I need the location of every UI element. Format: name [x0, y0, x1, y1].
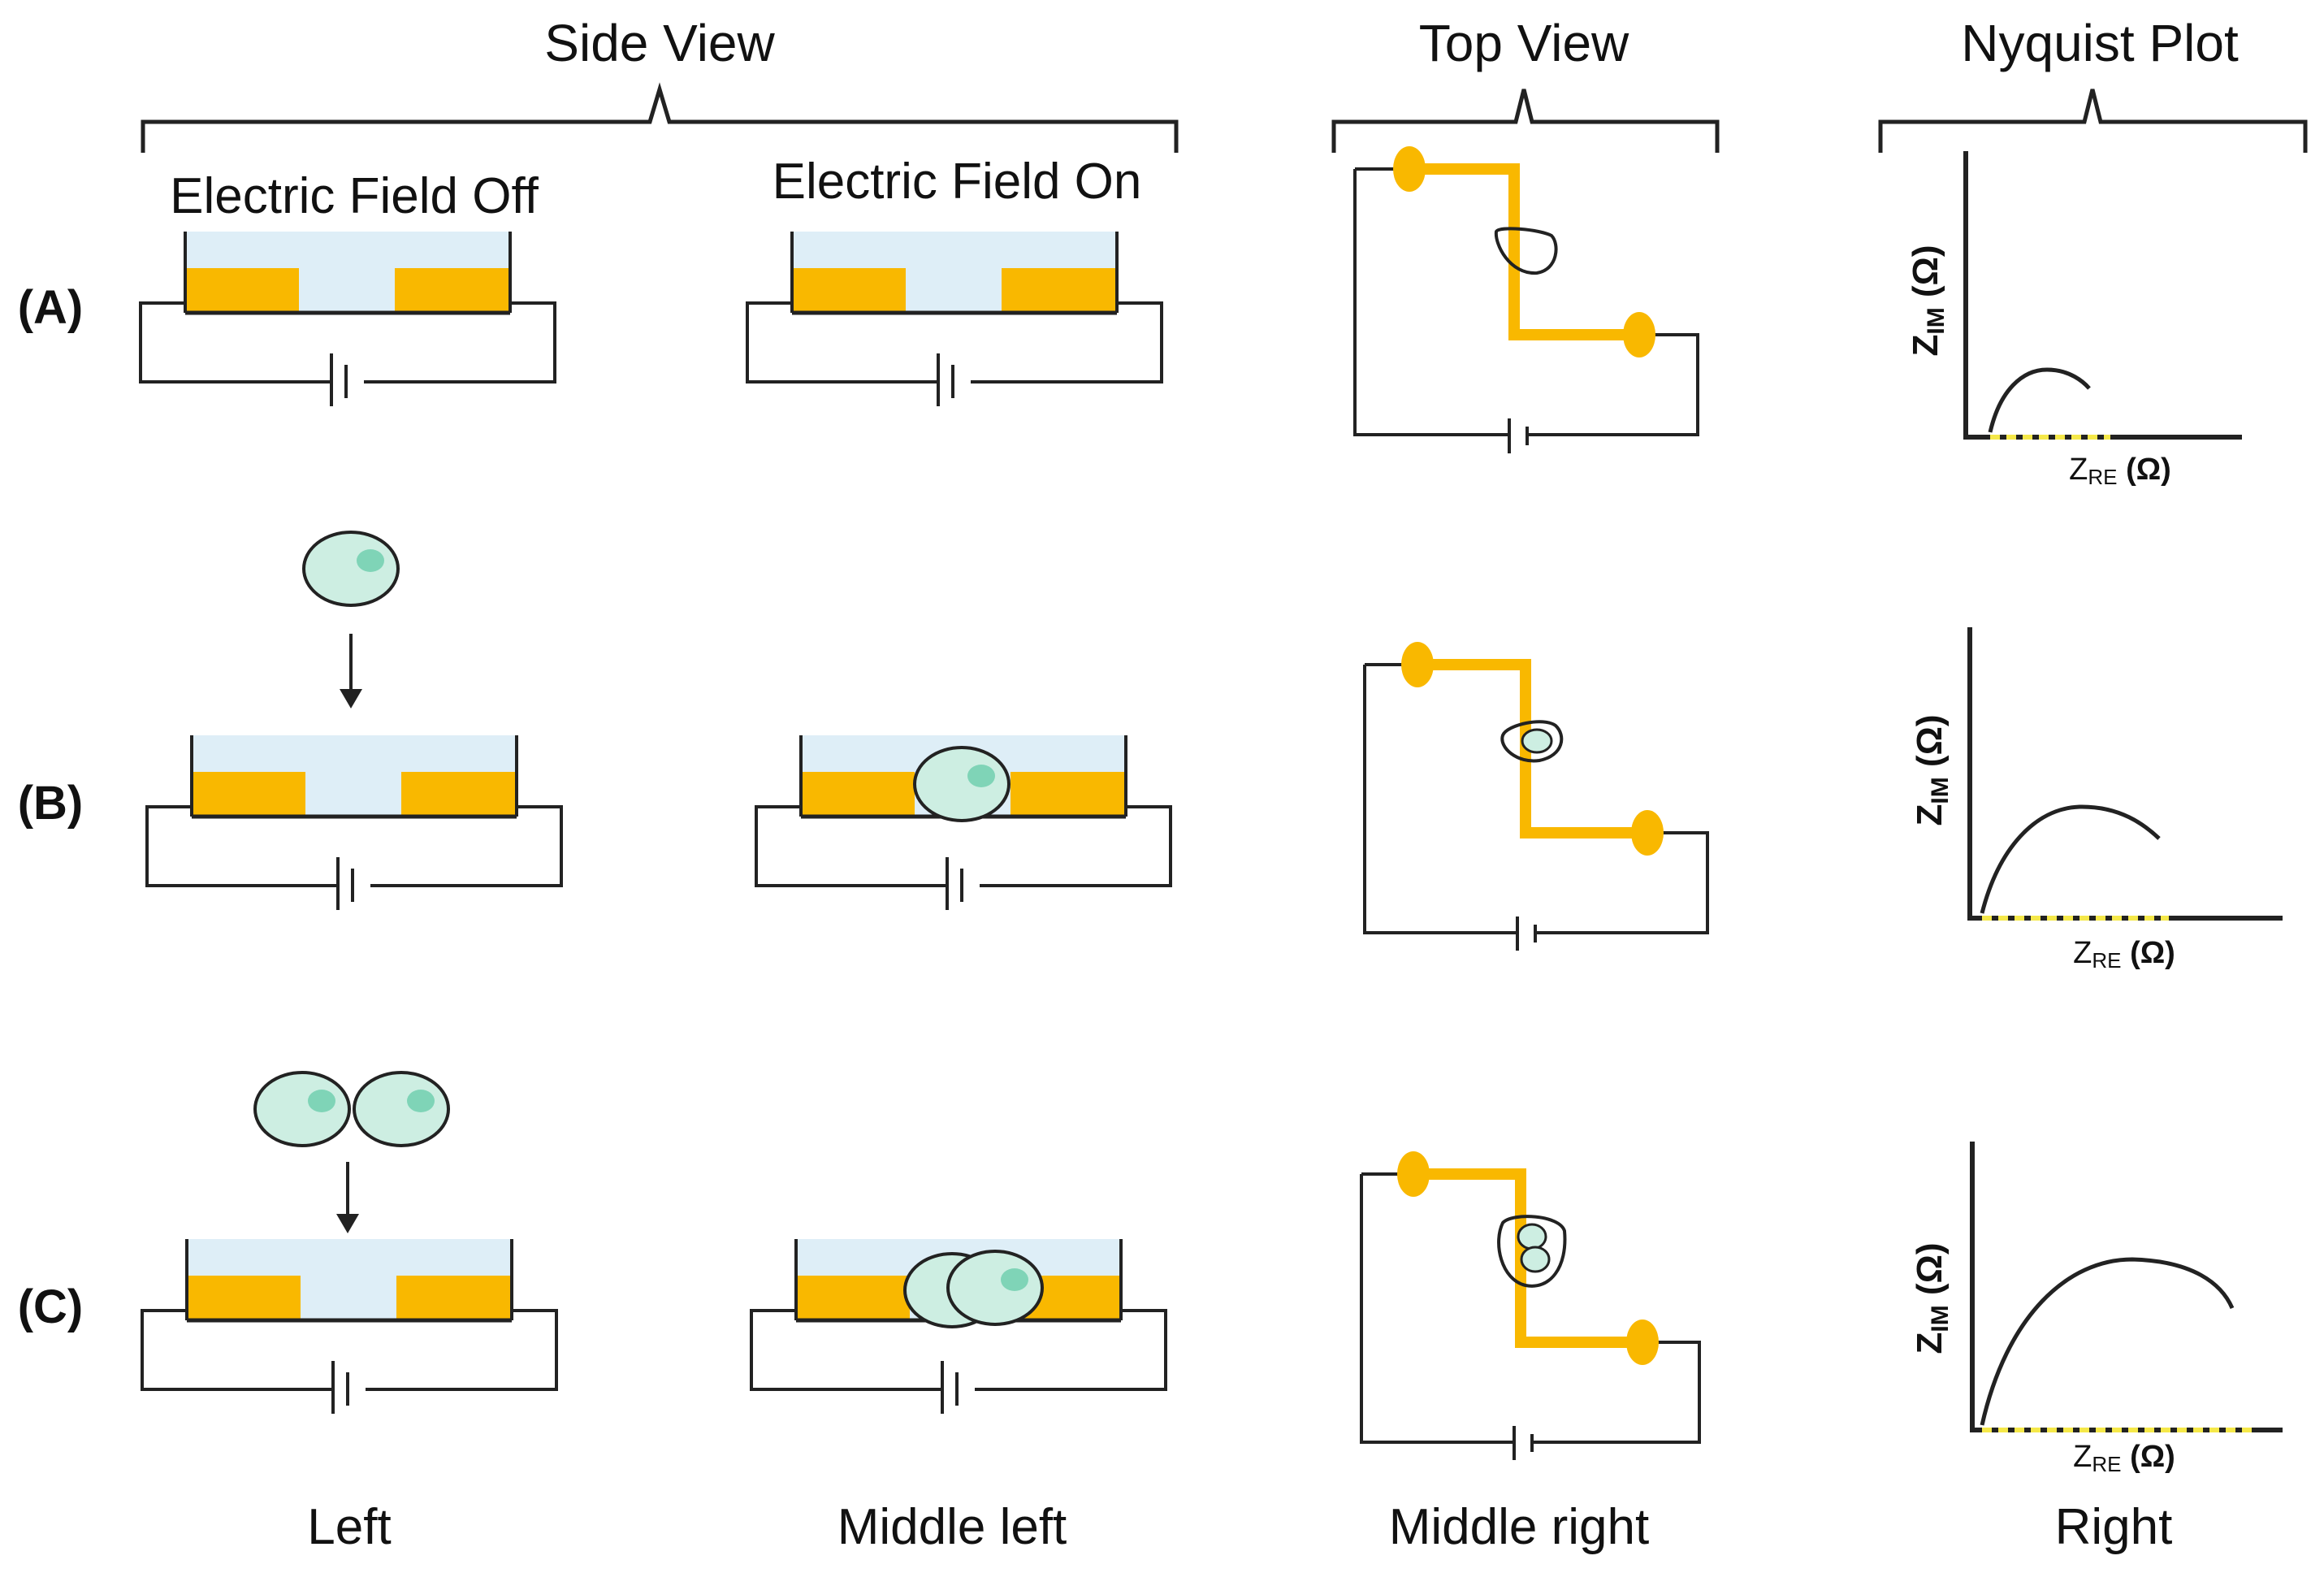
side-chip-a-off [141, 232, 555, 406]
top-view-c [1360, 1151, 1701, 1460]
falling-cell-b [302, 531, 400, 708]
row-label-c: (C) [18, 1280, 84, 1333]
nyquist-plot-b: ZIM (Ω) ZRE (Ω) [1910, 627, 2283, 973]
column-label-middle-right: Middle right [1389, 1499, 1649, 1555]
column-label-middle-left: Middle left [837, 1499, 1067, 1555]
column-label-right: Right [2055, 1499, 2173, 1555]
side-chip-c-off [142, 1239, 556, 1414]
side-chip-b-off [147, 735, 561, 910]
adhered-cells-c [903, 1250, 1044, 1328]
nyquist-c-x-label: ZRE (Ω) [2073, 1440, 2175, 1476]
top-view-brace [1331, 89, 1720, 153]
top-view-a [1353, 146, 1699, 453]
adhered-cell-b [913, 746, 1011, 822]
nyquist-b-y-label: ZIM (Ω) [1910, 714, 1954, 826]
top-view-b [1363, 642, 1709, 951]
side-view-title: Side View [544, 14, 775, 72]
nyquist-a-y-label: ZIM (Ω) [1906, 245, 1950, 356]
field-on-label: Electric Field On [773, 154, 1142, 210]
nyquist-b-x-label: ZRE (Ω) [2073, 936, 2175, 973]
top-view-title: Top View [1419, 14, 1629, 72]
field-off-label: Electric Field Off [170, 168, 539, 224]
nyquist-a-x-label: ZRE (Ω) [2069, 453, 2171, 489]
falling-cells-c [253, 1071, 450, 1233]
nyquist-plot-title: Nyquist Plot [1961, 14, 2239, 72]
nyquist-plot-c: ZIM (Ω) ZRE (Ω) [1910, 1142, 2283, 1476]
column-label-left: Left [307, 1499, 391, 1555]
side-view-brace [141, 82, 1179, 153]
row-label-a: (A) [18, 281, 84, 334]
nyquist-brace [1878, 89, 2308, 153]
side-chip-a-on [747, 232, 1162, 406]
row-label-b: (B) [18, 777, 84, 830]
nyquist-c-y-label: ZIM (Ω) [1910, 1242, 1954, 1354]
nyquist-plot-a: ZIM (Ω) ZRE (Ω) [1906, 151, 2242, 489]
